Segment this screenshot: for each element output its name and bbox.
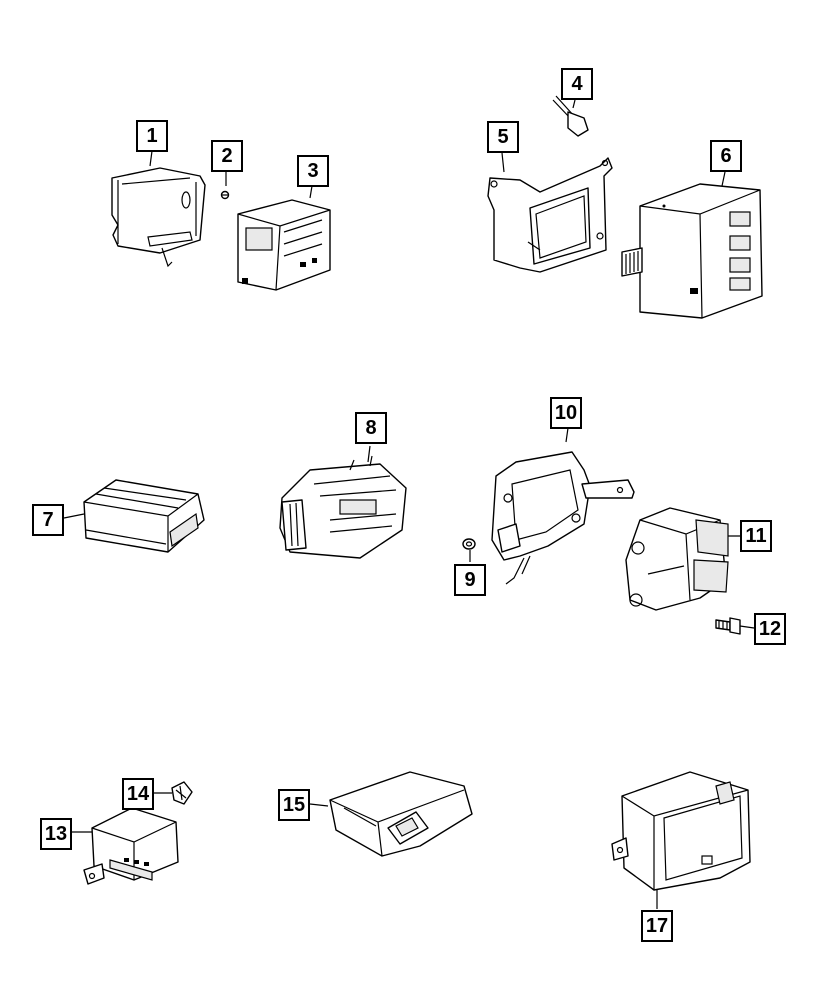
callout-4: 4 <box>561 68 593 100</box>
callout-10: 10 <box>550 397 582 429</box>
part-9-nut <box>462 538 476 550</box>
callout-15: 15 <box>278 789 310 821</box>
callout-14: 14 <box>122 778 154 810</box>
callout-9: 9 <box>454 564 486 596</box>
callout-5: 5 <box>487 121 519 153</box>
part-6-module <box>621 183 763 319</box>
part-5-bracket <box>487 157 613 273</box>
callout-2: 2 <box>211 140 243 172</box>
callout-6: 6 <box>710 140 742 172</box>
callout-13: 13 <box>40 818 72 850</box>
part-14-clip <box>171 781 193 805</box>
callout-8: 8 <box>355 412 387 444</box>
part-12-bolt <box>715 617 741 635</box>
part-13-module <box>83 807 179 885</box>
callout-17: 17 <box>641 910 673 942</box>
part-15-housing <box>329 771 473 857</box>
callout-3: 3 <box>297 155 329 187</box>
callout-11: 11 <box>740 520 772 552</box>
part-17-module <box>611 771 751 891</box>
part-4-push-pin <box>552 95 589 137</box>
part-7-module <box>83 479 205 553</box>
part-10-bracket <box>491 451 635 585</box>
part-1-bracket <box>111 167 206 268</box>
callout-7: 7 <box>32 504 64 536</box>
part-8-module <box>279 455 407 559</box>
callout-12: 12 <box>754 613 786 645</box>
part-2-screw <box>220 190 230 200</box>
part-11-module <box>625 507 729 611</box>
callout-1: 1 <box>136 120 168 152</box>
part-3-module <box>237 199 331 291</box>
leader-lines <box>63 99 755 909</box>
